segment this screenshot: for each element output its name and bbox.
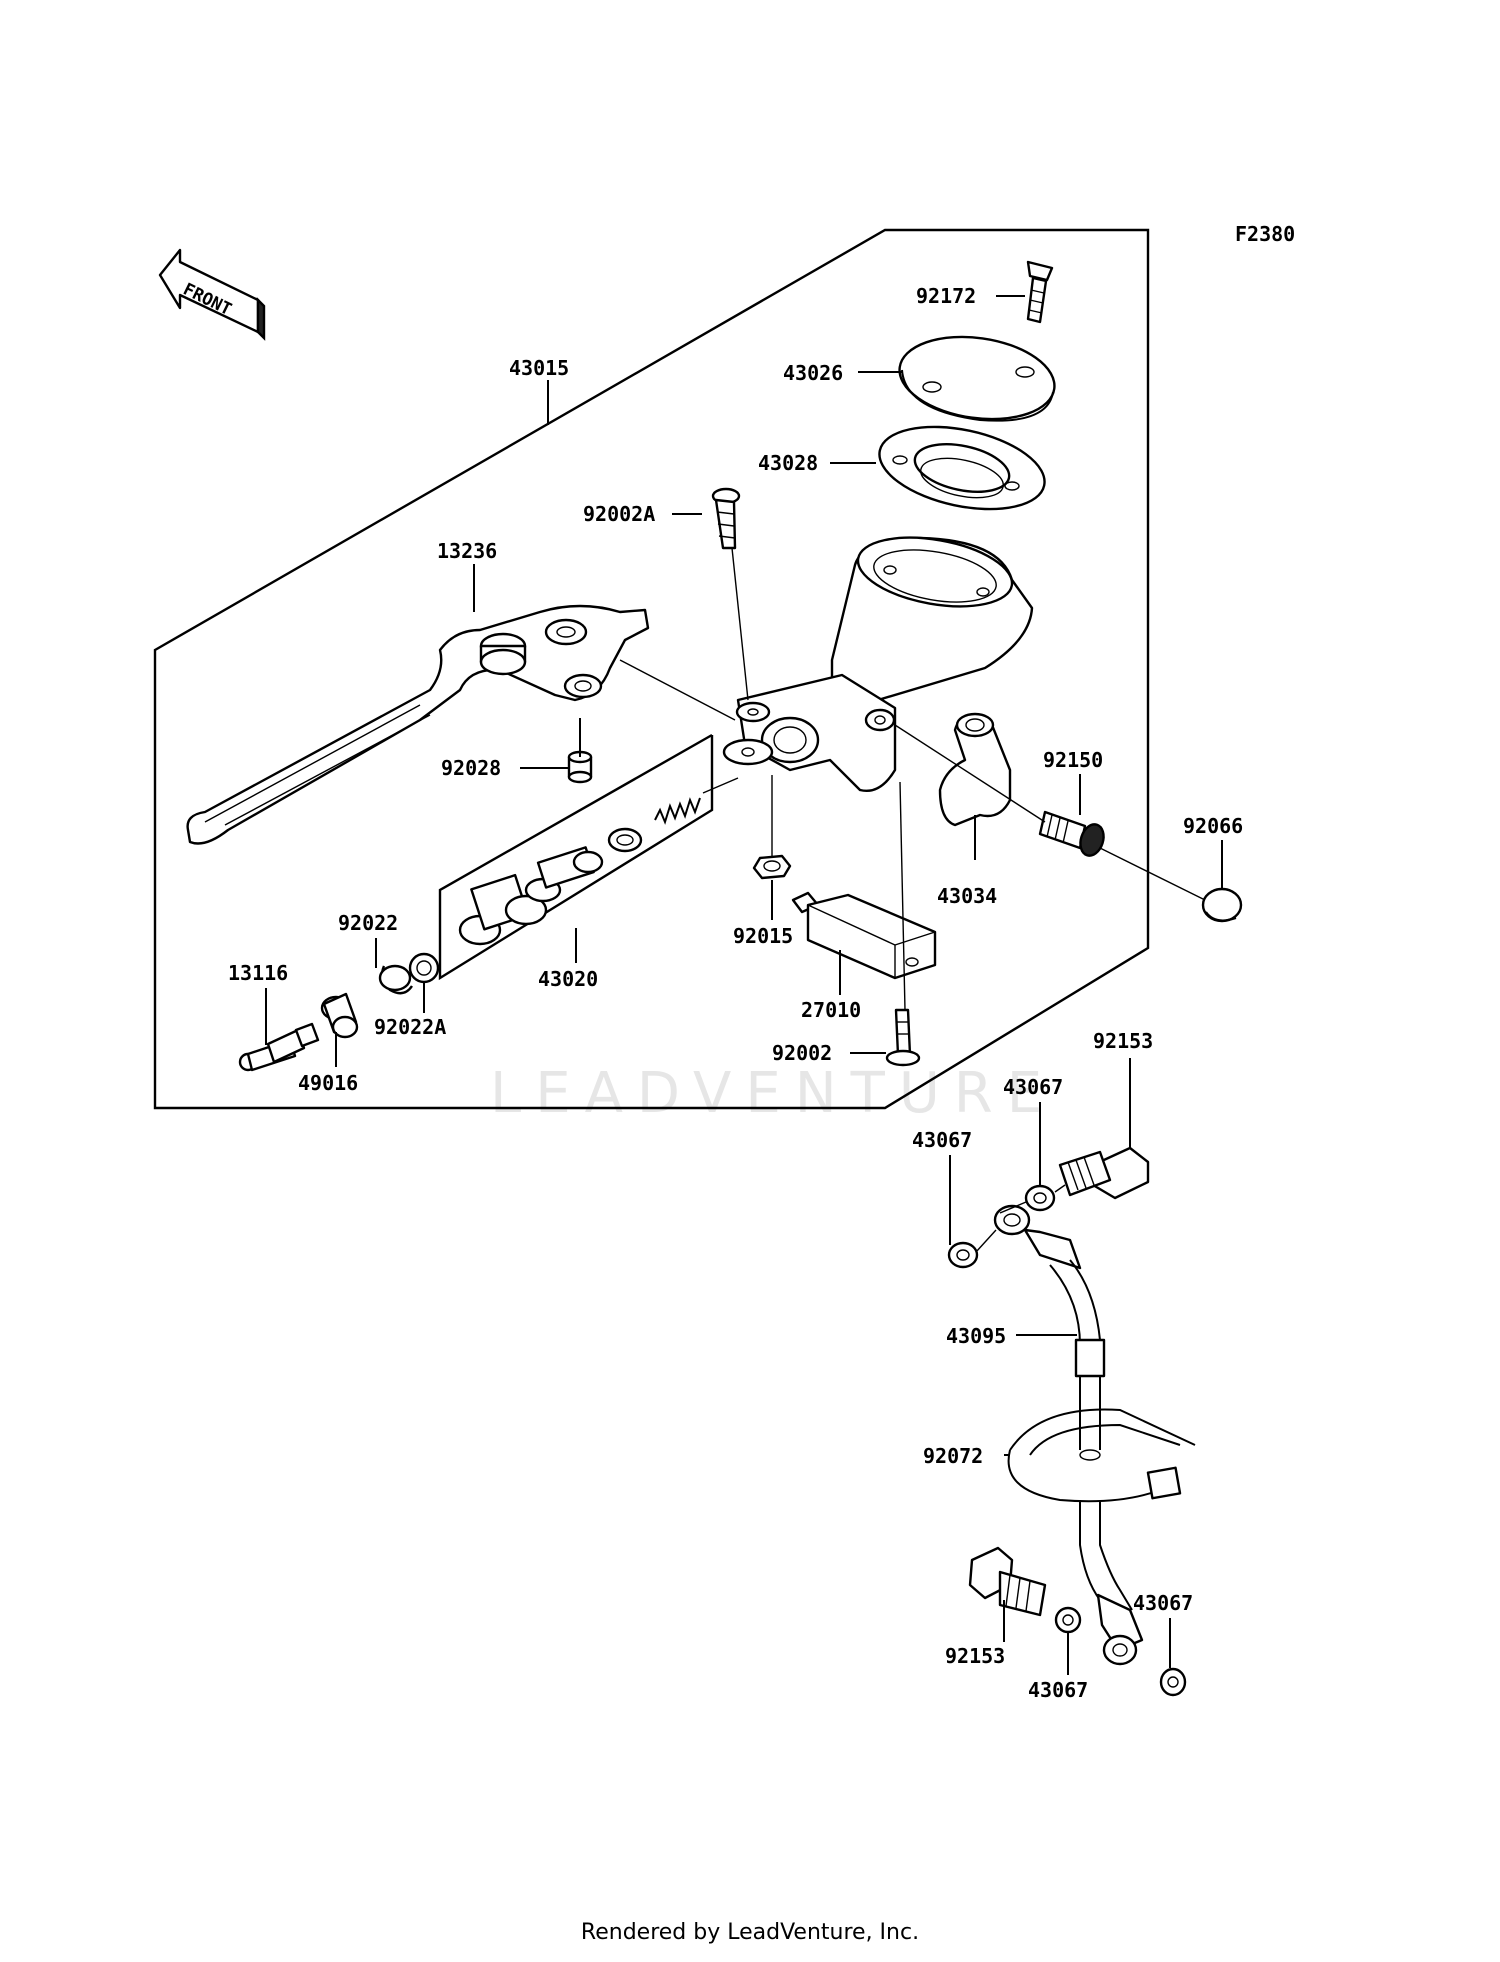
part-13236-lever [186, 604, 650, 845]
label-92028: 92028 [441, 756, 501, 780]
assembly-43020-bracket [438, 733, 714, 981]
label-92015: 92015 [733, 924, 793, 948]
label-43020: 43020 [538, 967, 598, 991]
part-92072-clamp-band [1007, 1408, 1196, 1503]
part-92022A-washer [408, 952, 440, 984]
part-49016-pivot [320, 992, 359, 1039]
label-43015: 43015 [509, 356, 569, 380]
label-43067-b: 43067 [912, 1128, 972, 1152]
leader-lines [265, 295, 1223, 1675]
label-43067-c: 43067 [1133, 1591, 1193, 1615]
label-92172: 92172 [916, 284, 976, 308]
part-43067-washer-upper-left [947, 1241, 979, 1269]
label-92150: 92150 [1043, 748, 1103, 772]
part-master-cylinder-body [722, 536, 1034, 792]
label-43095: 43095 [946, 1324, 1006, 1348]
part-43095-hose [993, 1204, 1144, 1666]
label-92022A: 92022A [374, 1015, 446, 1039]
label-92002A: 92002A [583, 502, 655, 526]
label-43028: 43028 [758, 451, 818, 475]
label-92022: 92022 [338, 911, 398, 935]
figure-code: F2380 [1235, 222, 1295, 246]
label-92153-upper: 92153 [1093, 1029, 1153, 1053]
part-43028-diaphragm [878, 425, 1046, 511]
front-arrow-icon: FRONT [158, 248, 266, 341]
label-43067-d: 43067 [1028, 1678, 1088, 1702]
part-43020-piston-kit [458, 797, 701, 946]
label-43026: 43026 [783, 361, 843, 385]
part-92153-banjo-bolt-upper [1058, 1146, 1150, 1200]
label-92072: 92072 [923, 1444, 983, 1468]
part-43034-clamp [938, 712, 1012, 827]
watermark: LEADVENTURE [490, 1061, 1056, 1126]
label-92066: 92066 [1183, 814, 1243, 838]
part-92066-cap [1201, 887, 1243, 923]
part-labels: 43015 92172 43026 43028 92002A 13236 920… [228, 284, 1243, 1702]
label-13236: 13236 [437, 539, 497, 563]
part-13116-pushrod [238, 1022, 320, 1072]
part-43026-cap [898, 335, 1056, 422]
part-92022-circlip [378, 964, 413, 995]
part-92172-screw [1026, 260, 1054, 324]
part-92002A-screw [711, 487, 741, 550]
label-92002: 92002 [772, 1041, 832, 1065]
part-43067-washer-lower-left [1054, 1606, 1082, 1634]
assembly-43015-outline [153, 228, 1150, 1110]
footer-credit: Rendered by LeadVenture, Inc. [580, 1920, 920, 1945]
part-27010-switch [791, 891, 937, 980]
label-92153-lower: 92153 [945, 1644, 1005, 1668]
label-27010: 27010 [801, 998, 861, 1022]
part-43067-washer-upper-right [1024, 1184, 1056, 1212]
part-92153-banjo-bolt-lower [968, 1546, 1047, 1617]
part-92002-screw [885, 1008, 921, 1067]
label-49016: 49016 [298, 1071, 358, 1095]
part-92150-bolt [1038, 810, 1105, 857]
part-92015-nut [752, 854, 792, 880]
label-43034: 43034 [937, 884, 997, 908]
part-43067-washer-lower-right [1159, 1667, 1187, 1697]
label-43067-a: 43067 [1003, 1075, 1063, 1099]
label-13116: 13116 [228, 961, 288, 985]
